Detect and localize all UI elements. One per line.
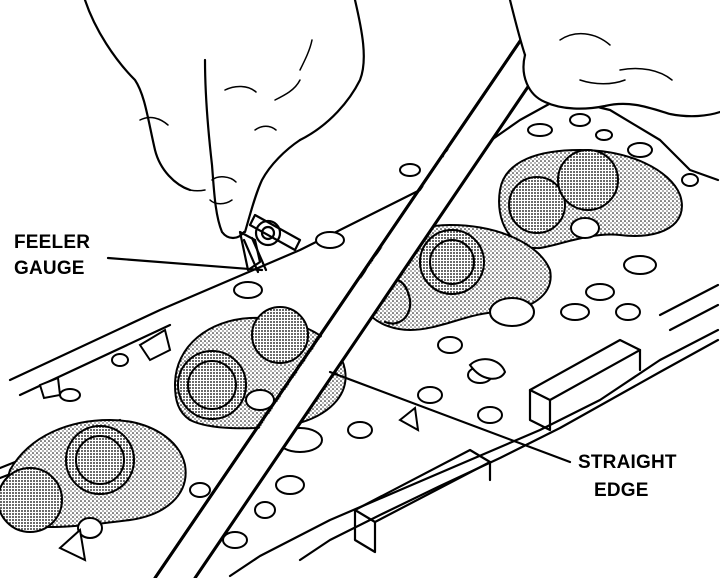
straight-edge-tool <box>153 0 582 578</box>
feeler-gauge-tool <box>238 213 302 274</box>
callout-labels: FEELER GAUGE STRAIGHT EDGE <box>14 232 677 501</box>
callout-leaders <box>106 256 572 464</box>
port-rails <box>353 283 720 554</box>
hand <box>83 0 365 240</box>
feeler-gauge-label-line1: FEELER <box>14 232 90 253</box>
straight-edge-label-line2: EDGE <box>594 480 649 501</box>
upper-hand <box>500 0 720 118</box>
feeler-gauge-label-line2: GAUGE <box>14 258 85 279</box>
straight-edge-label-line1: STRAIGHT <box>578 452 677 473</box>
